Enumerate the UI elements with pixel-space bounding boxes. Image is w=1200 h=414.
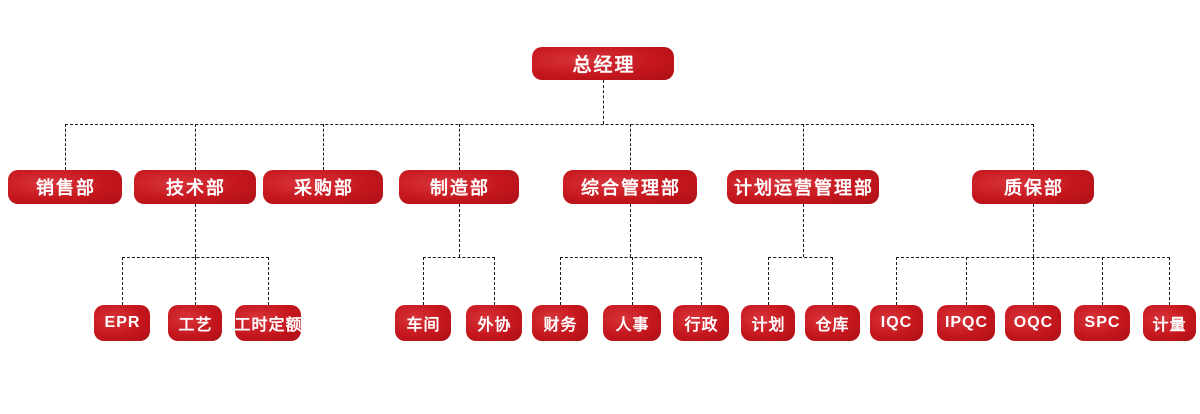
connector-vertical [494, 257, 495, 305]
connector-vertical [1102, 257, 1103, 305]
org-node-purchasing-dept: 采购部 [263, 170, 383, 204]
connector-vertical [1033, 124, 1034, 170]
connector-vertical [423, 257, 424, 305]
connector-vertical [966, 257, 967, 305]
connector-vertical [701, 257, 702, 305]
connector-vertical [768, 257, 769, 305]
org-node-planning: 计划 [741, 305, 795, 341]
connector-vertical [195, 204, 196, 257]
org-node-hr: 人事 [603, 305, 661, 341]
org-node-general-admin-dept: 综合管理部 [563, 170, 697, 204]
connector-vertical [268, 257, 269, 305]
connector-horizontal [560, 257, 702, 258]
org-node-general-manager: 总经理 [532, 47, 674, 80]
org-node-spc: SPC [1074, 305, 1130, 341]
org-node-sales-dept: 销售部 [8, 170, 122, 204]
connector-vertical [632, 257, 633, 305]
connector-vertical [195, 257, 196, 305]
connector-vertical [803, 124, 804, 170]
connector-vertical [896, 257, 897, 305]
org-node-epr: EPR [94, 305, 150, 341]
org-node-process: 工艺 [168, 305, 222, 341]
connector-vertical [459, 204, 460, 257]
connector-vertical [122, 257, 123, 305]
connector-horizontal [768, 257, 833, 258]
org-node-manufacturing-dept: 制造部 [399, 170, 519, 204]
connector-vertical [832, 257, 833, 305]
org-node-outsourcing: 外协 [466, 305, 522, 341]
connector-vertical [630, 204, 631, 257]
connector-vertical [459, 124, 460, 170]
org-node-metrology: 计量 [1142, 305, 1196, 341]
connector-vertical [560, 257, 561, 305]
org-node-iqc: IQC [869, 305, 923, 341]
org-node-administration: 行政 [673, 305, 729, 341]
connector-vertical [1033, 204, 1034, 257]
connector-vertical [1033, 257, 1034, 305]
connector-vertical [630, 124, 631, 170]
org-node-tech-dept: 技术部 [134, 170, 256, 204]
org-node-labor-quota: 工时定额 [235, 305, 302, 341]
org-node-warehouse: 仓库 [804, 305, 860, 341]
org-node-ipqc: IPQC [937, 305, 995, 341]
org-node-finance: 财务 [532, 305, 588, 341]
org-node-workshop: 车间 [395, 305, 451, 341]
connector-vertical [603, 80, 604, 124]
connector-vertical [195, 124, 196, 170]
connector-horizontal [65, 124, 1034, 125]
connector-vertical [803, 204, 804, 257]
connector-horizontal [423, 257, 495, 258]
connector-vertical [65, 124, 66, 170]
connector-vertical [1169, 257, 1170, 305]
org-node-oqc: OQC [1005, 305, 1061, 341]
connector-vertical [323, 124, 324, 170]
org-node-plan-ops-dept: 计划运营管理部 [727, 170, 879, 204]
org-node-qa-dept: 质保部 [972, 170, 1094, 204]
